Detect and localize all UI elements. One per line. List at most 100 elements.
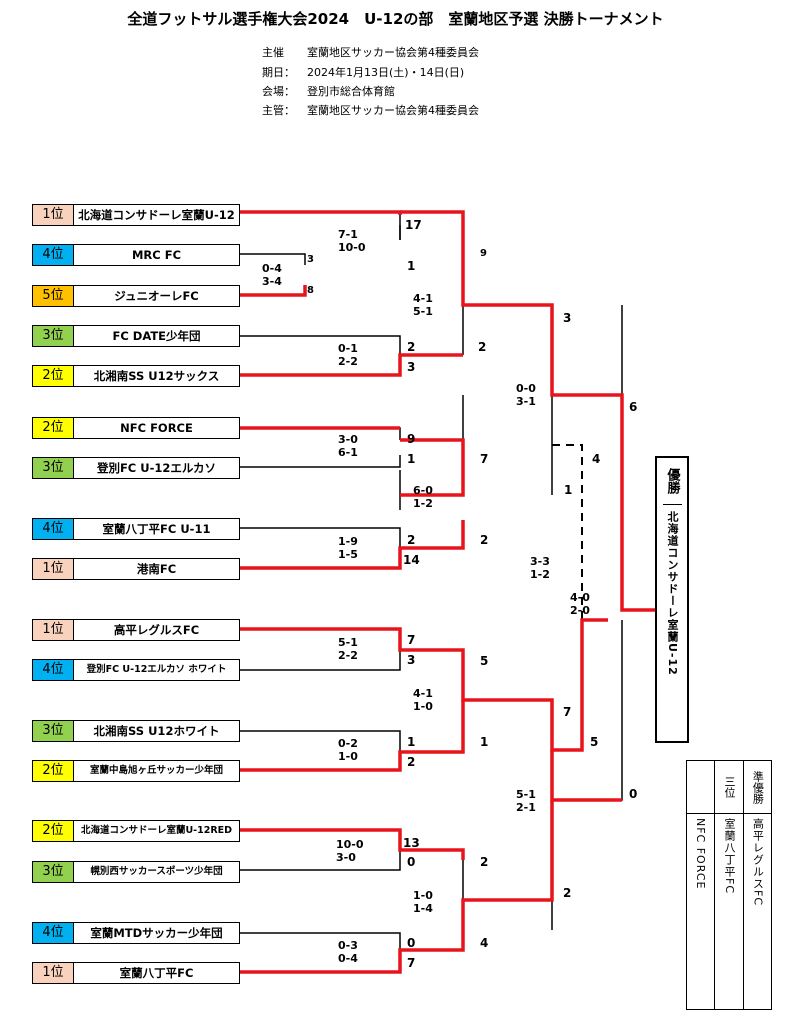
team-row: 3位北湘南SS U12ホワイト bbox=[32, 720, 240, 742]
team-row: 4位室蘭MTDサッカー少年団 bbox=[32, 922, 240, 944]
team-row: 2位北湘南SS U12サックス bbox=[32, 365, 240, 387]
third-place-column-2: NFC FORCE bbox=[687, 761, 715, 1009]
total-score: 1 bbox=[407, 452, 416, 466]
rank-badge: 1位 bbox=[32, 619, 74, 641]
rank-badge: 5位 bbox=[32, 285, 74, 307]
total-score: 3 bbox=[407, 653, 416, 667]
total-score: 17 bbox=[405, 218, 422, 232]
third-place-name-2: NFC FORCE bbox=[694, 818, 708, 890]
third-place-header-2 bbox=[687, 761, 715, 814]
rank-badge: 4位 bbox=[32, 518, 74, 540]
page-title: 全道フットサル選手権大会2024 U-12の部 室蘭地区予選 決勝トーナメント bbox=[127, 10, 664, 28]
team-name: ジュニオーレFC bbox=[74, 285, 240, 307]
team-row: 5位ジュニオーレFC bbox=[32, 285, 240, 307]
team-row: 3位幌別西サッカースポーツ少年団 bbox=[32, 861, 240, 883]
team-name: 北湘南SS U12ホワイト bbox=[74, 720, 240, 742]
total-score: 13 bbox=[403, 836, 420, 850]
total-score: 8 bbox=[307, 285, 314, 296]
team-name: 室蘭八丁平FC bbox=[74, 962, 240, 984]
total-score: 2 bbox=[563, 886, 572, 900]
rank-badge: 3位 bbox=[32, 325, 74, 347]
rank-badge: 1位 bbox=[32, 558, 74, 580]
team-name: 室蘭MTDサッカー少年団 bbox=[74, 922, 240, 944]
total-score: 1 bbox=[480, 735, 489, 749]
total-score: 2 bbox=[407, 340, 416, 354]
total-score: 4 bbox=[592, 452, 601, 466]
team-name: 北海道コンサドーレ室蘭U-12 bbox=[74, 204, 240, 226]
info-venue: 会場：登別市総合体育館 bbox=[262, 85, 395, 98]
total-score: 1 bbox=[407, 259, 416, 273]
team-name: 北湘南SS U12サックス bbox=[74, 365, 240, 387]
total-score: 3 bbox=[307, 254, 314, 265]
rank-badge: 3位 bbox=[32, 457, 74, 479]
total-score: 1 bbox=[564, 483, 573, 497]
total-score: 0 bbox=[629, 787, 638, 801]
team-name: NFC FORCE bbox=[74, 417, 240, 439]
rank-badge: 2位 bbox=[32, 820, 74, 842]
team-row: 1位高平レグルスFC bbox=[32, 619, 240, 641]
winner-name: 北海道コンサドーレ室蘭U-12 bbox=[666, 511, 679, 676]
rank-badge: 3位 bbox=[32, 861, 74, 883]
team-name: 登別FC U-12エルカソ bbox=[74, 457, 240, 479]
team-name: 北海道コンサドーレ室蘭U-12RED bbox=[74, 820, 240, 842]
total-score: 2 bbox=[407, 533, 416, 547]
team-row: 1位港南FC bbox=[32, 558, 240, 580]
total-score: 7 bbox=[407, 956, 416, 970]
team-name: 室蘭中島旭ヶ丘サッカー少年団 bbox=[74, 760, 240, 782]
total-score: 2 bbox=[480, 533, 489, 547]
team-name: MRC FC bbox=[74, 244, 240, 266]
team-name: 室蘭八丁平FC U-11 bbox=[74, 518, 240, 540]
team-name: 幌別西サッカースポーツ少年団 bbox=[74, 861, 240, 883]
total-score: 3 bbox=[407, 360, 416, 374]
runner-up-name: 高平レグルスFC bbox=[751, 818, 765, 907]
total-score: 7 bbox=[563, 705, 572, 719]
rank-badge: 1位 bbox=[32, 204, 74, 226]
rank-badge: 2位 bbox=[32, 760, 74, 782]
rank-badge: 1位 bbox=[32, 962, 74, 984]
team-row: 4位登別FC U-12エルカソ ホワイト bbox=[32, 659, 240, 681]
total-score: 5 bbox=[590, 735, 599, 749]
rank-badge: 4位 bbox=[32, 922, 74, 944]
rank-badge: 2位 bbox=[32, 365, 74, 387]
team-row: 2位北海道コンサドーレ室蘭U-12RED bbox=[32, 820, 240, 842]
total-score: 2 bbox=[480, 855, 489, 869]
info-host: 主管：室蘭地区サッカー協会第4種委員会 bbox=[262, 104, 479, 117]
team-row: 1位室蘭八丁平FC bbox=[32, 962, 240, 984]
team-row: 3位登別FC U-12エルカソ bbox=[32, 457, 240, 479]
winner-header: 優勝 bbox=[662, 458, 682, 505]
places-table: 準優勝 高平レグルスFC 三位 室蘭八丁平FC NFC FORCE bbox=[686, 760, 772, 1010]
rank-badge: 4位 bbox=[32, 244, 74, 266]
team-name: 高平レグルスFC bbox=[74, 619, 240, 641]
total-score: 9 bbox=[480, 248, 487, 259]
total-score: 3 bbox=[563, 311, 572, 325]
rank-badge: 3位 bbox=[32, 720, 74, 742]
total-score: 4 bbox=[480, 936, 489, 950]
total-score: 14 bbox=[403, 553, 420, 567]
total-score: 2 bbox=[407, 755, 416, 769]
winner-box: 優勝 北海道コンサドーレ室蘭U-12 bbox=[655, 456, 689, 743]
info-date: 期日：2024年1月13日(土)・14日(日) bbox=[262, 66, 465, 79]
total-score: 0 bbox=[407, 936, 416, 950]
total-score: 5 bbox=[480, 654, 489, 668]
runner-up-header: 準優勝 bbox=[743, 761, 771, 814]
total-score: 6 bbox=[629, 400, 638, 414]
total-score: 9 bbox=[407, 432, 416, 446]
third-place-column: 三位 室蘭八丁平FC bbox=[714, 761, 743, 1009]
